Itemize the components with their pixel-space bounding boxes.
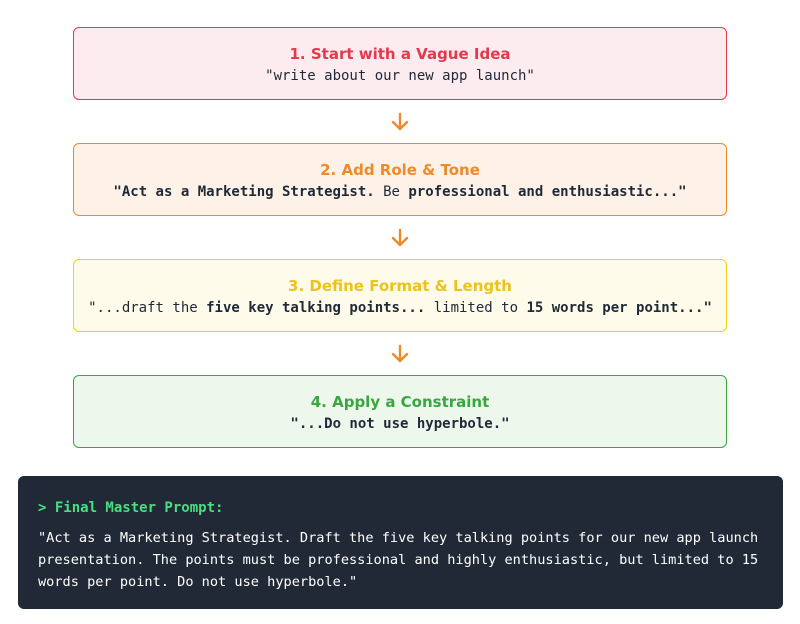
step-role-tone: 2. Add Role & Tone "Act as a Marketing S… [73, 143, 727, 216]
step-title: 2. Add Role & Tone [320, 161, 480, 179]
step-example-segment: "Act as a Marketing Strategist. [113, 184, 375, 200]
step-title: 3. Define Format & Length [288, 277, 512, 295]
step-example-segment: "...draft the [88, 300, 207, 316]
step-example-segment: 15 words per point..." [526, 300, 712, 316]
step-example-segment: Be [374, 184, 409, 200]
step-example: "write about our new app launch" [74, 67, 726, 85]
arrow-down-icon [391, 228, 409, 247]
step-vague-idea: 1. Start with a Vague Idea "write about … [73, 27, 727, 100]
step-example-segment: limited to [425, 300, 527, 316]
step-example-segment: professional and enthusiastic..." [408, 184, 687, 200]
final-prompt-text: "Act as a Marketing Strategist. Draft th… [38, 530, 759, 590]
step-title: 4. Apply a Constraint [310, 393, 490, 411]
arrow-down-icon [391, 112, 409, 131]
step-example-segment: "write about our new app launch" [265, 68, 535, 84]
step-format-length: 3. Define Format & Length "...draft the … [73, 259, 727, 332]
arrow-down-icon [391, 344, 409, 363]
step-example-segment: five key talking points... [206, 300, 426, 316]
step-example-segment: "...Do not use hyperbole." [290, 416, 510, 432]
final-prompt-title: > Final Master Prompt: [38, 500, 224, 516]
step-constraint: 4. Apply a Constraint "...Do not use hyp… [73, 375, 727, 448]
step-example: "Act as a Marketing Strategist. Be profe… [74, 183, 726, 201]
step-example: "...Do not use hyperbole." [74, 415, 726, 433]
step-example: "...draft the five key talking points...… [74, 299, 726, 317]
final-prompt-panel: > Final Master Prompt: "Act as a Marketi… [18, 476, 783, 609]
step-title: 1. Start with a Vague Idea [289, 45, 511, 63]
